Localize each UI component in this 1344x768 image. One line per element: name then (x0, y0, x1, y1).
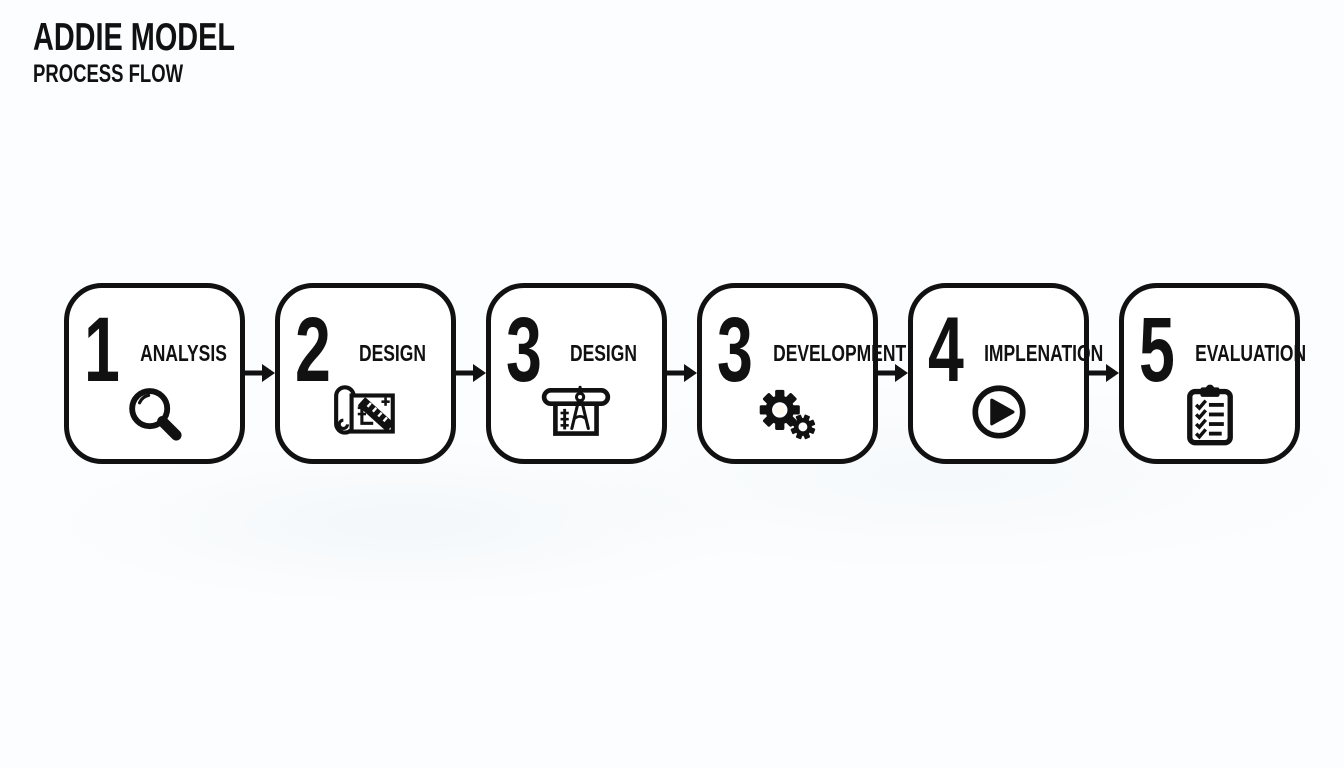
step-label: ANALYSIS (140, 340, 227, 366)
arrow-right-icon (456, 361, 486, 385)
page-subtitle: PROCESS FLOW (33, 59, 184, 88)
step-number: 5 (1139, 299, 1175, 401)
step-card-evaluation: 5 EVALUATION (1119, 283, 1307, 464)
page-title: ADDIE MODEL (33, 16, 236, 59)
step-label: IMPLENATION (984, 340, 1104, 366)
blueprint-ruler-icon (331, 382, 401, 444)
gears-icon (752, 382, 824, 444)
step-label: DESIGN (569, 340, 638, 366)
arrow-right-icon (667, 361, 697, 385)
process-flow: 1 ANALYSIS 2 DESIGN (64, 283, 1307, 464)
step-card-design-blueprint: 2 DESIGN (275, 283, 456, 464)
step-label: DESIGN (358, 340, 427, 366)
magnifier-icon (121, 382, 189, 448)
step-number: 3 (506, 299, 542, 401)
step-number: 1 (84, 299, 120, 401)
clipboard-checklist-icon (1180, 382, 1240, 448)
title-block: ADDIE MODEL PROCESS FLOW (33, 16, 306, 88)
drafting-compass-icon (541, 382, 613, 444)
arrow-right-icon (1089, 361, 1119, 385)
step-number: 3 (717, 299, 753, 401)
step-label: DEVELOPMENT (773, 340, 907, 366)
step-card-analysis: 1 ANALYSIS (64, 283, 245, 464)
step-card-design-drafting: 3 DESIGN (486, 283, 667, 464)
step-card-development: 3 DEVELOPMENT (697, 283, 907, 464)
arrow-right-icon (245, 361, 275, 385)
step-label: EVALUATION (1195, 340, 1307, 366)
step-number: 2 (295, 299, 331, 401)
arrow-right-icon (878, 361, 908, 385)
play-icon (966, 382, 1032, 444)
step-number: 4 (928, 299, 964, 401)
step-card-implementation: 4 IMPLENATION (908, 283, 1104, 464)
